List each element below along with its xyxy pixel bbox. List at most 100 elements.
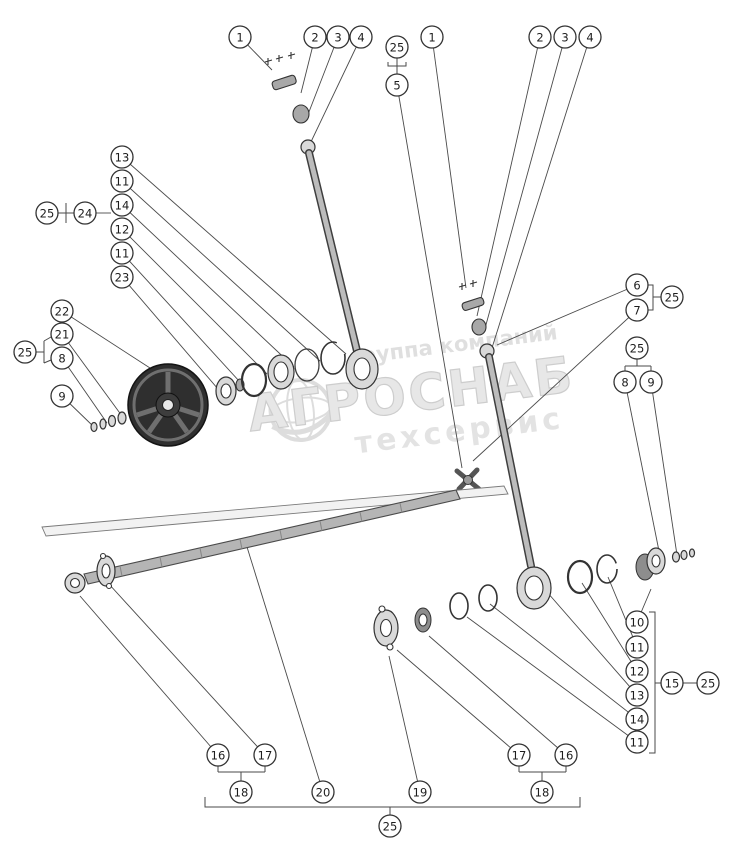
washer-stack-left [90, 411, 127, 433]
callout-22: 22 [50, 299, 74, 323]
callout-12: 12 [625, 659, 649, 683]
callout-20: 20 [311, 780, 335, 804]
svg-text:16: 16 [211, 749, 226, 763]
callout-25: 25 [625, 336, 649, 360]
svg-text:8: 8 [58, 352, 65, 366]
svg-text:9: 9 [647, 376, 654, 390]
callout-8: 8 [50, 346, 74, 370]
callout-25: 25 [660, 285, 684, 309]
leader-lines [61, 36, 678, 793]
callout-11: 11 [625, 635, 649, 659]
callout-11: 11 [110, 241, 134, 265]
callout-10: 10 [625, 610, 649, 634]
drive-rod-left [300, 139, 379, 390]
rod-clamp-right [458, 280, 487, 336]
callout-9: 9 [50, 384, 74, 408]
bearing-ring-cluster-left [215, 341, 346, 406]
callout-25: 25 [378, 814, 402, 838]
washer-stack-right [671, 548, 696, 563]
flange-unit-right [635, 547, 666, 581]
callout-7: 7 [625, 298, 649, 322]
svg-text:5: 5 [393, 79, 400, 93]
svg-text:14: 14 [630, 713, 645, 727]
callout-1: 1 [420, 25, 444, 49]
svg-text:25: 25 [701, 677, 716, 691]
svg-text:11: 11 [630, 641, 645, 655]
svg-text:12: 12 [630, 665, 645, 679]
watermark-globe-icon [268, 377, 334, 442]
svg-text:20: 20 [316, 786, 331, 800]
svg-text:16: 16 [559, 749, 574, 763]
callout-9: 9 [639, 370, 663, 394]
pulley-wheel [127, 363, 209, 447]
svg-text:23: 23 [115, 271, 130, 285]
svg-text:25: 25 [18, 346, 33, 360]
callout-11: 11 [110, 169, 134, 193]
callout-17: 17 [253, 743, 277, 767]
svg-text:2: 2 [311, 31, 318, 45]
svg-text:21: 21 [55, 328, 70, 342]
callout-12: 12 [110, 217, 134, 241]
callout-5: 5 [385, 73, 409, 97]
callout-2: 2 [303, 25, 327, 49]
svg-text:18: 18 [535, 786, 550, 800]
svg-text:4: 4 [357, 31, 364, 45]
callout-15: 15 [660, 671, 684, 695]
callout-21: 21 [50, 322, 74, 346]
flange-housing-left [96, 552, 116, 590]
callout-11: 11 [625, 730, 649, 754]
rod-clamp-left [264, 52, 310, 124]
svg-text:1: 1 [236, 31, 243, 45]
svg-text:11: 11 [630, 736, 645, 750]
parts-layer [41, 52, 696, 651]
svg-text:22: 22 [55, 305, 70, 319]
callout-13: 13 [110, 145, 134, 169]
svg-text:4: 4 [586, 31, 593, 45]
callout-2: 2 [528, 25, 552, 49]
svg-text:3: 3 [334, 31, 341, 45]
svg-text:3: 3 [561, 31, 568, 45]
shaft-end-bearing-left [64, 572, 86, 594]
svg-text:25: 25 [630, 342, 645, 356]
callout-16: 16 [554, 743, 578, 767]
callout-6: 6 [625, 273, 649, 297]
svg-text:25: 25 [383, 820, 398, 834]
svg-text:18: 18 [234, 786, 249, 800]
watermark: группа компаний АГРОСНАБ техсервис [244, 320, 579, 461]
svg-text:17: 17 [258, 749, 273, 763]
callout-4: 4 [349, 25, 373, 49]
flange-bearing-bottom [373, 605, 399, 651]
callout-13: 13 [625, 683, 649, 707]
washer-bottom [414, 607, 432, 633]
svg-text:11: 11 [115, 247, 130, 261]
callout-23: 23 [110, 265, 134, 289]
svg-text:9: 9 [58, 390, 65, 404]
callout-19: 19 [408, 780, 432, 804]
callout-25: 25 [385, 35, 409, 59]
callout-25: 25 [35, 201, 59, 225]
callout-16: 16 [206, 743, 230, 767]
callout-14: 14 [625, 707, 649, 731]
callout-25: 25 [696, 671, 720, 695]
group-brackets [36, 58, 697, 815]
callout-4: 4 [578, 25, 602, 49]
svg-text:13: 13 [630, 689, 645, 703]
svg-text:14: 14 [115, 199, 130, 213]
svg-text:12: 12 [115, 223, 130, 237]
svg-text:25: 25 [390, 41, 405, 55]
snap-rings-bottom [449, 584, 498, 620]
drive-rod-right [479, 343, 552, 610]
svg-text:25: 25 [665, 291, 680, 305]
svg-text:17: 17 [512, 749, 527, 763]
callout-3: 3 [553, 25, 577, 49]
svg-text:13: 13 [115, 151, 130, 165]
svg-text:10: 10 [630, 616, 645, 630]
knife-bar [41, 485, 509, 537]
crosspiece [454, 467, 482, 492]
callout-14: 14 [110, 193, 134, 217]
callout-1: 1 [228, 25, 252, 49]
main-shaft [83, 489, 461, 585]
svg-text:19: 19 [413, 786, 428, 800]
